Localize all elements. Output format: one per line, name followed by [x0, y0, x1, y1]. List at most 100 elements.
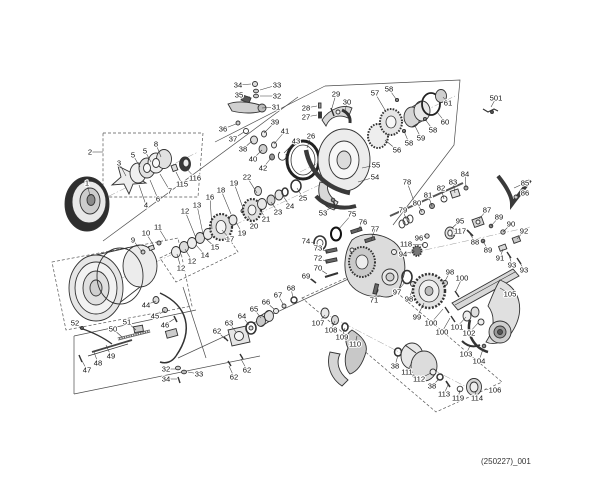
leader-line: [232, 131, 245, 140]
leader-line: [469, 233, 476, 243]
part-number-label: 28: [302, 104, 310, 113]
leader-line: [118, 162, 127, 177]
leader-line: [86, 182, 91, 197]
line-roller-group: [223, 296, 298, 367]
part-number-label: 55: [372, 161, 380, 170]
leader-line: [228, 365, 235, 378]
part-number-label: 16: [206, 193, 214, 202]
part-number-label: 35: [235, 91, 243, 100]
leader-line: [406, 361, 413, 373]
leader-line: [344, 101, 348, 112]
part-number-label: 105: [504, 290, 517, 299]
part-number-label: 56: [393, 146, 401, 155]
part-number-label: 74: [302, 237, 310, 246]
body-stem-foot: [451, 268, 521, 354]
part-number-label: 118: [400, 240, 412, 249]
part-number-label: 43: [292, 137, 300, 146]
part-number-label: 62: [230, 373, 238, 382]
leader-line: [175, 171, 183, 185]
leader-line: [262, 157, 272, 169]
leader-line: [478, 348, 484, 362]
leader-line: [185, 167, 196, 179]
part-number-label: 21: [262, 215, 270, 224]
drag-washers: [110, 149, 191, 196]
part-number-label: 33: [195, 370, 203, 379]
leader-line: [112, 328, 123, 338]
leader-line: [164, 318, 175, 326]
part-number-label: 98: [446, 268, 454, 277]
leader-line: [290, 287, 294, 299]
leader-line: [242, 140, 253, 150]
part-number-label: 88: [471, 238, 479, 247]
part-number-label: 12: [181, 207, 189, 216]
leader-line: [261, 106, 277, 109]
leader-line: [184, 210, 197, 239]
part-number-label: 113: [438, 390, 450, 399]
part-number-label: 29: [332, 90, 340, 99]
leader-line: [252, 149, 263, 160]
leader-line: [490, 97, 497, 108]
part-number-label: 52: [71, 319, 79, 328]
part-number-label: 5: [143, 147, 147, 156]
part-number-label: 38: [391, 362, 399, 371]
leader-line: [450, 230, 461, 238]
part-number-label: 80: [413, 199, 421, 208]
part-number-label: 7: [168, 187, 172, 196]
leader-line: [220, 189, 232, 215]
part-number-label: 96: [415, 234, 423, 243]
leader-line: [441, 317, 451, 333]
leader-line: [238, 94, 251, 98]
part-number-label: 93: [508, 261, 516, 270]
leader-line: [154, 310, 166, 317]
leader-line: [502, 223, 512, 233]
part-number-label: 104: [473, 357, 486, 366]
leader-line: [330, 320, 336, 331]
leader-line: [221, 229, 231, 240]
leader-line: [457, 389, 461, 399]
leader-line: [283, 140, 297, 154]
part-number-label: 11: [154, 223, 162, 232]
part-number-label: 25: [299, 194, 307, 203]
gear-shaft-parts: [401, 226, 456, 287]
part-number-label: 98: [405, 295, 413, 304]
part-number-label: 34: [162, 375, 170, 384]
leader-line: [296, 187, 304, 199]
leader-line: [322, 205, 334, 214]
leader-line: [305, 240, 316, 244]
leader-line: [354, 335, 358, 345]
part-number-label: 19: [230, 179, 238, 188]
part-number-label: 62: [213, 327, 221, 336]
leader-line: [222, 123, 237, 130]
leader-line: [235, 221, 243, 234]
leader-line: [374, 92, 386, 111]
part-number-label: 90: [507, 220, 515, 229]
leader-line: [247, 215, 255, 227]
part-number-label: 59: [417, 134, 425, 143]
leader-line: [265, 301, 275, 310]
part-number-label: 15: [211, 243, 219, 252]
leader-line: [331, 93, 337, 109]
leader-line: [361, 164, 377, 169]
part-number-label: 17: [226, 235, 234, 244]
drive-gear: [411, 272, 447, 310]
leader-line: [317, 247, 329, 253]
leader-line: [356, 221, 364, 232]
leader-line: [373, 290, 379, 301]
part-number-label: 79: [399, 206, 407, 215]
leader-line: [442, 96, 449, 104]
leader-line: [337, 213, 353, 231]
leader-line: [357, 176, 376, 183]
leader-line: [157, 226, 167, 241]
part-number-label: 119: [452, 394, 464, 403]
part-number-label: 47: [83, 366, 91, 375]
part-number-label: 93: [520, 266, 528, 275]
leader-line: [305, 105, 318, 109]
leader-line: [430, 308, 444, 324]
leader-line: [513, 182, 526, 189]
part-number-label: 46: [161, 321, 169, 330]
leader-line: [464, 173, 467, 188]
part-number-label: 92: [520, 227, 528, 236]
part-number-label: 100: [456, 274, 469, 283]
part-number-label: 49: [107, 352, 115, 361]
part-number-label: 65: [250, 305, 258, 314]
